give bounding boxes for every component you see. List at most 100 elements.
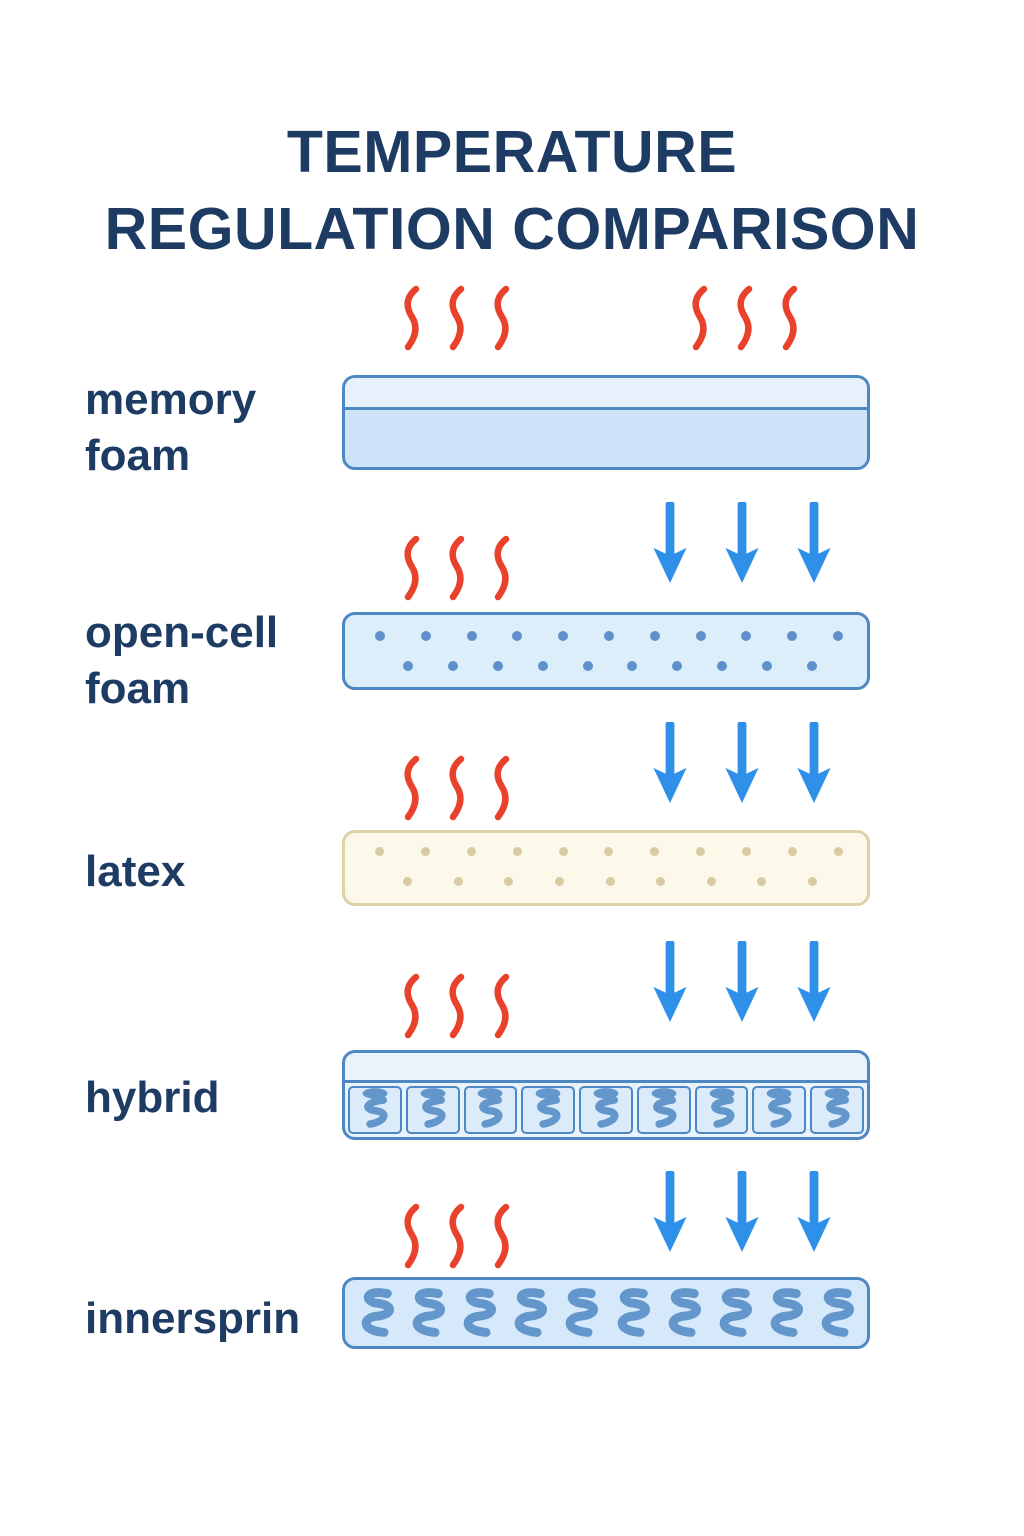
pocket-coil-icon [420, 1088, 446, 1128]
pocket-coil-cell [521, 1086, 576, 1134]
coil-spring-icon [515, 1288, 548, 1337]
aeration-dot [695, 631, 706, 641]
aeration-dot [453, 877, 463, 886]
pocket-coil-cell [463, 1086, 518, 1134]
aeration-dot [558, 631, 569, 641]
aeration-dot [605, 877, 615, 886]
aeration-dot [420, 847, 430, 856]
pocket-coil-icon [651, 1088, 677, 1128]
aeration-dot [375, 631, 385, 641]
heat-wave-icon [404, 285, 420, 351]
heat-wave-icon [449, 755, 465, 821]
heat-wave-icon [782, 285, 798, 351]
pocket-coil-icon [362, 1088, 388, 1128]
airflow-arrows-group [650, 1171, 834, 1253]
airflow-arrow-icon [725, 1171, 759, 1253]
mattress-open-cell-foam [342, 612, 870, 690]
coil-spring-icon [821, 1288, 855, 1337]
memory-foam-comfort-layer [345, 378, 867, 410]
aeration-dot [649, 631, 660, 641]
heat-wave-icon [449, 285, 465, 351]
heat-wave-icon [494, 755, 510, 821]
pocket-coil-cell [752, 1086, 807, 1134]
mattress-innerspring [342, 1277, 870, 1349]
pocket-coil-cell [636, 1086, 691, 1134]
aeration-dot [650, 847, 660, 856]
heat-wave-icon [404, 755, 420, 821]
aeration-dot [492, 661, 503, 671]
open-cell-pores-row [375, 631, 843, 641]
aeration-dot [627, 661, 638, 671]
heat-wave-icon [449, 535, 465, 601]
aeration-dot [504, 877, 514, 886]
heat-waves-group [688, 285, 802, 351]
airflow-arrow-icon [797, 722, 831, 804]
airflow-arrows-group [650, 502, 834, 584]
coil-spring-icon [770, 1288, 803, 1337]
heat-wave-icon [494, 535, 510, 601]
heat-waves-group [400, 285, 514, 351]
airflow-arrow-icon [797, 1171, 831, 1253]
pocket-coil-icon [766, 1088, 792, 1128]
aeration-dot [512, 631, 523, 641]
open-cell-pores-row [403, 661, 817, 671]
aeration-dot [762, 661, 772, 671]
page-title: TEMPERATURE REGULATION COMPARISON [0, 114, 1024, 270]
heat-wave-icon [737, 285, 753, 351]
heat-wave-icon [494, 285, 510, 351]
aeration-dot [742, 847, 752, 856]
aeration-dot [466, 847, 476, 856]
aeration-dot [375, 847, 384, 856]
airflow-arrow-icon [653, 941, 687, 1023]
pocket-coil-cell [579, 1086, 633, 1134]
coil-spring-icon [617, 1288, 650, 1337]
coil-spring-icon [463, 1288, 497, 1337]
aeration-dot [420, 631, 431, 641]
aeration-dot [741, 631, 752, 641]
aeration-dot [788, 847, 798, 856]
coil-spring-icon [361, 1288, 395, 1337]
heat-wave-icon [494, 1203, 510, 1269]
aeration-dot [582, 661, 593, 671]
airflow-arrow-icon [797, 502, 831, 584]
airflow-arrow-icon [653, 1171, 687, 1253]
aeration-dot [696, 847, 706, 856]
aeration-dot [787, 631, 798, 641]
mattress-memory-foam [342, 375, 870, 470]
coil-spring-icon [668, 1288, 701, 1337]
aeration-dot [656, 877, 666, 886]
airflow-arrow-icon [653, 722, 687, 804]
coil-spring-icon [719, 1288, 752, 1337]
aeration-dot [808, 877, 817, 886]
pocket-coil-icon [478, 1088, 503, 1128]
label-open-cell-foam: open-cell foam [85, 608, 279, 713]
pocket-coil-cell [694, 1086, 749, 1134]
pocket-coil-icon [535, 1088, 561, 1128]
label-innerspring: innersprin [85, 1294, 301, 1343]
aeration-dot [706, 877, 716, 886]
airflow-arrow-icon [797, 941, 831, 1023]
pocket-coil-cell [348, 1086, 402, 1134]
coil-spring-icon [412, 1288, 446, 1337]
pocket-coil-icon [593, 1088, 619, 1128]
pocket-coil-cell [810, 1086, 865, 1134]
heat-waves-group [400, 755, 514, 821]
mattress-hybrid [342, 1050, 870, 1140]
latex-pinholes-row [403, 877, 817, 886]
innerspring-coil-strip [355, 1283, 857, 1343]
pocket-coil-icon [824, 1088, 850, 1128]
aeration-dot [554, 877, 564, 886]
hybrid-pocket-coil-zone [345, 1080, 867, 1137]
aeration-dot [403, 661, 413, 671]
page-title-line2: REGULATION COMPARISON [104, 196, 920, 263]
heat-wave-icon [449, 973, 465, 1039]
latex-pinholes-row [375, 847, 843, 856]
heat-waves-group [400, 535, 514, 601]
airflow-arrow-icon [725, 722, 759, 804]
label-memory-foam: memory foam [85, 375, 257, 480]
heat-waves-group [400, 1203, 514, 1269]
aeration-dot [757, 877, 767, 886]
aeration-dot [447, 661, 458, 671]
pocket-coil-cell [405, 1086, 460, 1134]
